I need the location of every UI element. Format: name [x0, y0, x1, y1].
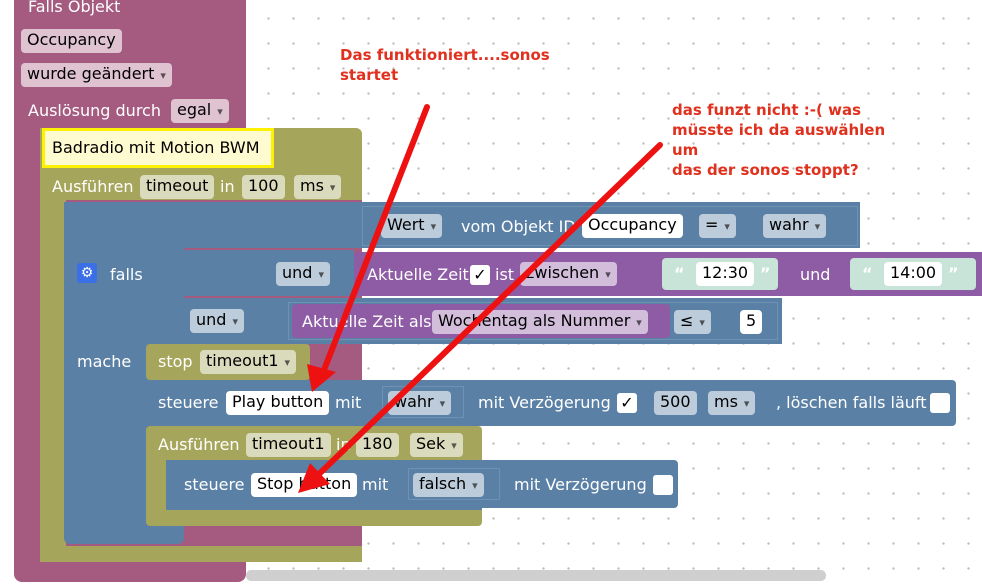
- time-label: Aktuelle Zeit: [367, 265, 469, 284]
- inner-timeout-name-field[interactable]: timeout1: [246, 433, 331, 457]
- object-id-label: vom Objekt ID: [461, 217, 576, 236]
- inner-timeout-delay-field[interactable]: 180: [356, 433, 399, 457]
- play-clear-checkbox[interactable]: [930, 393, 950, 413]
- timeout-unit-dropdown[interactable]: ms: [294, 175, 342, 199]
- trigger-label: Auslösung durch: [28, 101, 161, 120]
- stop-name-dropdown[interactable]: timeout1: [200, 350, 297, 374]
- weekday-label: Aktuelle Zeit als: [302, 312, 432, 331]
- time-and-label: und: [800, 265, 831, 284]
- annotation-not-working: das funzt nicht :-( was müsste ich da au…: [672, 101, 886, 179]
- weekday-format-dropdown[interactable]: Wochentag als Nummer: [432, 310, 648, 334]
- value-dropdown[interactable]: Wert: [381, 214, 443, 238]
- time-checkbox[interactable]: ✓: [470, 265, 490, 285]
- inner-timeout-unit-dropdown[interactable]: Sek: [410, 433, 463, 457]
- time-to-field[interactable]: 14:00: [884, 262, 943, 286]
- stop-delay-checkbox[interactable]: [653, 475, 673, 495]
- weekday-value-field[interactable]: 5: [740, 310, 763, 334]
- quote-close-icon-2: ”: [948, 264, 959, 283]
- play-value-dropdown[interactable]: wahr: [388, 391, 452, 415]
- comment-text: Badradio mit Motion BWM: [52, 138, 260, 157]
- play-unit-dropdown[interactable]: ms: [708, 391, 756, 415]
- quote-close-icon: ”: [760, 264, 771, 283]
- play-clear-label: , löschen falls läuft: [776, 393, 927, 412]
- control-stop-label: steuere: [184, 475, 245, 494]
- event-change-dropdown[interactable]: wurde geändert: [21, 63, 172, 87]
- compare-value-dropdown[interactable]: wahr: [763, 214, 827, 238]
- play-delay-field[interactable]: 500: [654, 391, 697, 415]
- and-outer-dropdown[interactable]: und: [276, 262, 330, 286]
- trigger-dropdown[interactable]: egal: [171, 99, 229, 123]
- stop-label: stop: [158, 352, 193, 371]
- do-label: mache: [77, 352, 132, 371]
- play-delay-label: mit Verzögerung: [478, 393, 611, 412]
- annotation-works: Das funktioniert....sonos startet: [340, 46, 550, 84]
- inner-timeout-label: Ausführen: [158, 435, 240, 454]
- inner-timeout-in-label: in: [336, 435, 351, 454]
- timeout-label: Ausführen: [52, 177, 134, 196]
- event-object-field[interactable]: Occupancy: [21, 29, 122, 53]
- play-object-field[interactable]: Play button: [226, 391, 330, 415]
- weekday-operator-dropdown[interactable]: ≤: [674, 310, 711, 334]
- comment-block[interactable]: [42, 128, 274, 168]
- stop-object-field[interactable]: Stop button: [251, 473, 358, 497]
- timeout-delay-field[interactable]: 100: [242, 175, 285, 199]
- stop-delay-label: mit Verzögerung: [514, 475, 647, 494]
- play-delay-checkbox[interactable]: ✓: [617, 393, 637, 413]
- quote-open-icon: “: [674, 264, 685, 283]
- quote-open-icon-2: “: [862, 264, 873, 283]
- stop-mit-label: mit: [362, 475, 389, 494]
- timeout-block-left: [40, 128, 66, 562]
- event-title: Falls Objekt: [28, 0, 121, 16]
- if-label: falls: [110, 265, 143, 284]
- time-from-field[interactable]: 12:30: [696, 262, 755, 286]
- timeout-block-bottom: [40, 546, 362, 562]
- horizontal-scrollbar[interactable]: [246, 570, 826, 581]
- stop-value-dropdown[interactable]: falsch: [413, 473, 484, 497]
- object-id-field[interactable]: Occupancy: [582, 214, 683, 238]
- gear-icon[interactable]: ⚙: [77, 263, 97, 283]
- timeout-in-label: in: [220, 177, 235, 196]
- and-inner-dropdown[interactable]: und: [190, 309, 244, 333]
- play-mit-label: mit: [335, 393, 362, 412]
- operator-dropdown[interactable]: =: [699, 214, 736, 238]
- time-ist-label: ist: [495, 265, 515, 284]
- control-play-label: steuere: [158, 393, 219, 412]
- time-mode-dropdown[interactable]: zwischen: [520, 262, 617, 286]
- timeout-name-field[interactable]: timeout: [140, 175, 215, 199]
